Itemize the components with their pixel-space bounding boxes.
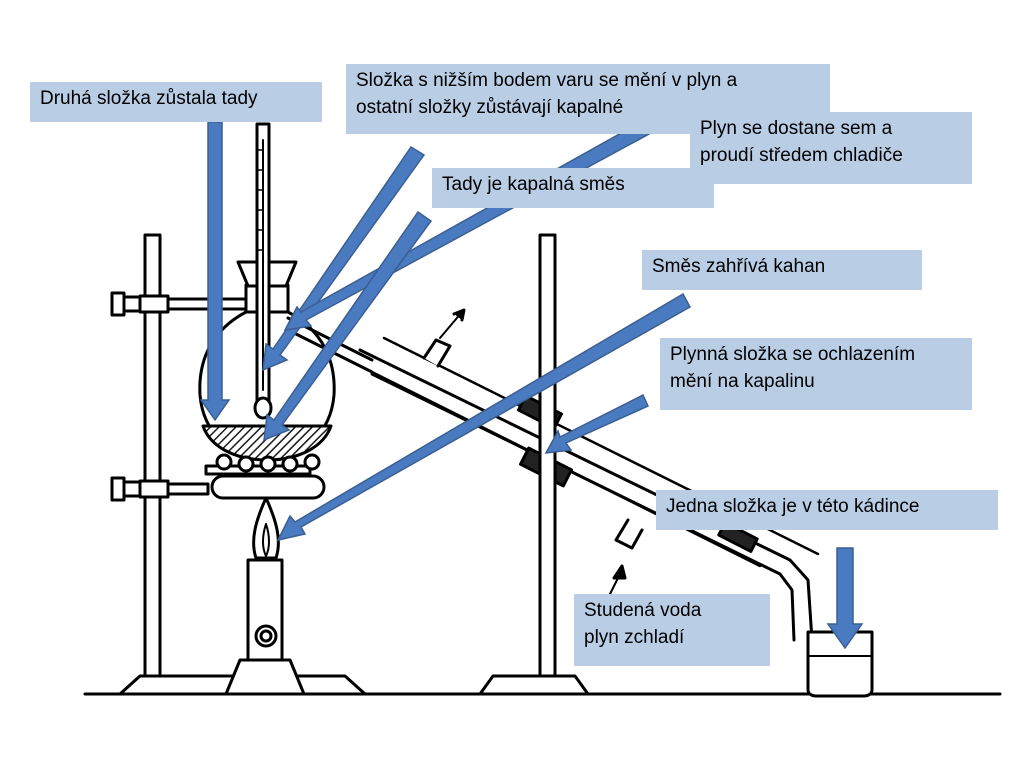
arrow-smes-zahriva [276, 292, 692, 542]
label-smes-zahriva-text: Směs zahřívá kahan [652, 256, 826, 277]
label-tady-kapalna-text: Tady je kapalná směs [442, 174, 625, 195]
arrow-druha-slozka [199, 121, 231, 422]
label-plynna-slozka-line2: mění na kapalinu [670, 370, 815, 392]
arrow-plynna-slozka [544, 393, 649, 454]
label-studena-voda-line1: Studená voda [584, 600, 702, 621]
label-plyn-sem: Plyn se dostane sem a proudí středem chl… [690, 112, 972, 184]
label-studena-voda-line2: plyn zchladí [584, 626, 685, 648]
label-plyn-sem-line2: proudí středem chladiče [700, 144, 903, 166]
label-plynna-slozka: Plynná složka se ochlazením mění na kapa… [660, 338, 972, 410]
label-plyn-sem-line1: Plyn se dostane sem a [700, 118, 893, 139]
label-studena-voda: Studená voda plyn zchladí [574, 594, 770, 666]
beaker [806, 630, 874, 698]
label-plynna-slozka-line1: Plynná složka se ochlazením [670, 344, 916, 365]
label-tady-kapalna: Tady je kapalná směs [432, 168, 714, 208]
label-jedna-slozka: Jedna složka je v této kádince [656, 490, 998, 530]
left-stand [110, 233, 367, 696]
label-smes-zahriva: Směs zahřívá kahan [642, 250, 922, 290]
label-druha-slozka-text: Druhá složka zůstala tady [40, 88, 258, 109]
annotation-arrows [199, 92, 864, 650]
right-stand [478, 233, 590, 696]
arrow-jedna-slozka [826, 547, 864, 650]
thermometer [236, 122, 298, 420]
arrow-tady-kapalna [263, 210, 433, 442]
label-slozka-nizsi-line2: ostatní složky zůstávají kapalné [356, 96, 624, 118]
label-druha-slozka: Druhá složka zůstala tady [30, 82, 322, 122]
bunsen-burner [224, 496, 306, 696]
label-slozka-nizsi-line1: Složka s nižším bodem varu se mění v ply… [356, 70, 738, 91]
label-jedna-slozka-text: Jedna složka je v této kádince [666, 496, 920, 517]
